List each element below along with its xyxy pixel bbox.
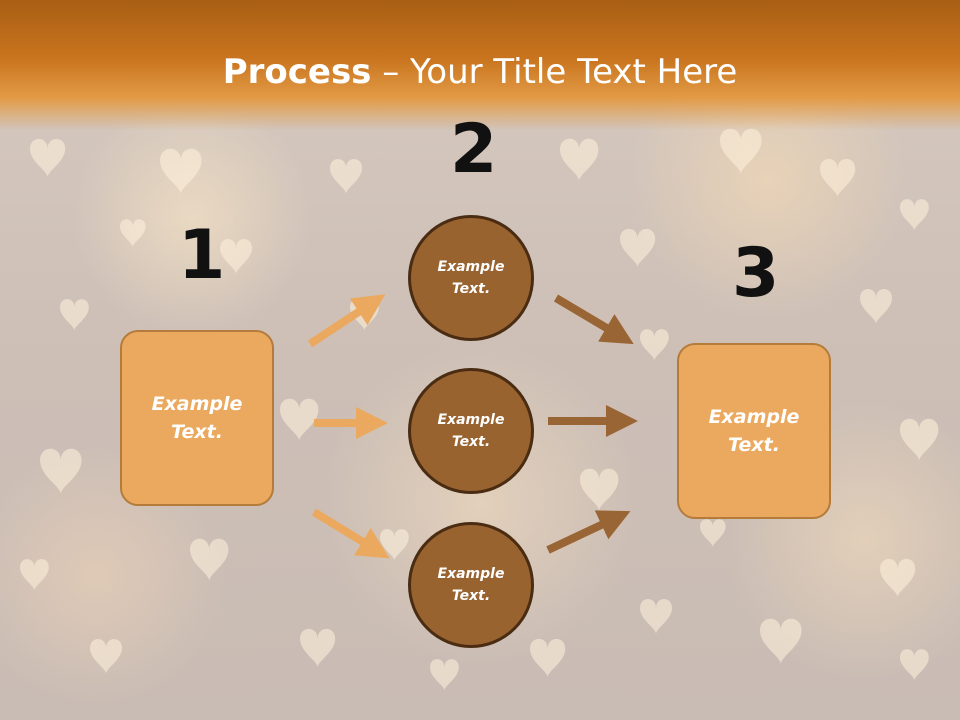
title-rest: – Your Title Text Here xyxy=(371,52,738,92)
step-number-3: 3 xyxy=(732,234,780,313)
step-number-2: 2 xyxy=(450,110,498,189)
page-title: Process – Your Title Text Here xyxy=(0,52,960,92)
arrow-top-to-right xyxy=(553,294,634,345)
left-box: Example Text. xyxy=(120,330,274,506)
title-bold: Process xyxy=(222,52,372,92)
right-box-text: Example Text. xyxy=(708,405,800,457)
circle-bottom: Example Text. xyxy=(408,522,534,648)
left-box-text: Example Text. xyxy=(151,392,243,444)
arrow-left-to-top xyxy=(307,294,386,348)
circle-middle: Example Text. xyxy=(408,368,534,494)
step-number-1: 1 xyxy=(178,216,226,295)
arrow-left-to-bottom xyxy=(311,508,390,559)
circle-top-text: Example Text. xyxy=(437,258,505,297)
title-bar xyxy=(0,0,960,130)
arrow-bottom-to-right xyxy=(546,510,631,554)
circle-middle-text: Example Text. xyxy=(437,411,505,450)
circle-top: Example Text. xyxy=(408,215,534,341)
right-box: Example Text. xyxy=(677,343,831,519)
circle-bottom-text: Example Text. xyxy=(437,565,505,604)
